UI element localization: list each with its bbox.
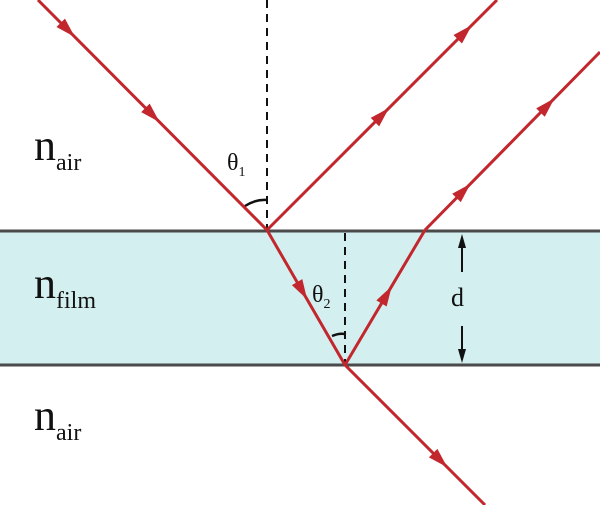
n-air-top-label: nair [34, 121, 81, 176]
light-rays [36, 0, 600, 505]
thickness-label: d [451, 283, 464, 312]
ray-arrowhead-icon [370, 107, 390, 127]
n-film-label: nfilm [34, 259, 96, 314]
theta2-label: θ2 [312, 282, 331, 312]
ray-arrowhead-icon [536, 98, 555, 117]
ray-arrowhead-icon [376, 286, 392, 307]
ray-arrowhead-icon [291, 279, 308, 300]
transmitted-ray [343, 363, 487, 505]
arrowhead-down-icon [458, 349, 466, 363]
theta1-label: θ1 [227, 150, 246, 180]
n-air-bottom-label: nair [34, 391, 81, 446]
film-layer [0, 231, 600, 365]
ray-arrowhead-icon [453, 25, 472, 44]
angle-arc-theta1 [244, 198, 268, 208]
ray-arrowhead-icon [56, 18, 75, 37]
arrowhead-up-icon [458, 234, 466, 248]
ray-arrowhead-icon [452, 183, 471, 203]
angle-arc-theta2 [331, 332, 346, 338]
exit-ray [423, 50, 600, 232]
ray-arrowhead-icon [428, 448, 448, 468]
ray-arrowhead-icon [141, 103, 160, 123]
